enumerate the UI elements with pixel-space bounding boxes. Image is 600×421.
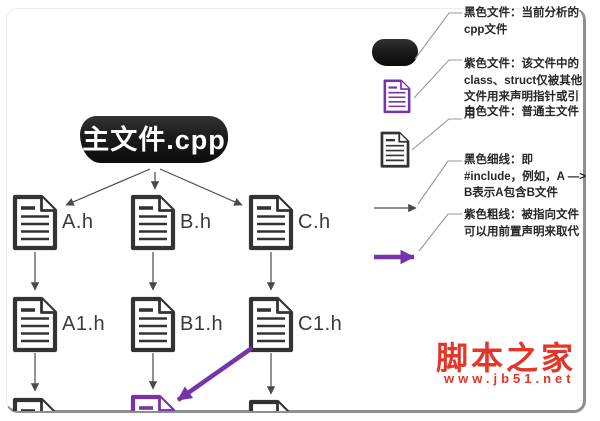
file-node-b <box>130 194 176 251</box>
legend-item-thick-line: 紫色粗线：被指向文件可以用前置声明来取代 <box>464 209 579 238</box>
file-node-c <box>248 194 294 251</box>
legend-item-purple-file: 紫色文件：该文件中的class、struct仅被其他文件用来声明指针或引用 <box>464 58 583 121</box>
legend-white-document-icon <box>380 131 410 168</box>
document-icon <box>383 79 411 114</box>
document-icon <box>130 394 176 411</box>
document-icon <box>12 397 56 411</box>
file-label-a1: A1.h <box>62 313 106 335</box>
watermark-title: 脚本之家 <box>436 339 577 377</box>
watermark-url: www.jb51.net <box>444 371 575 386</box>
root-file-node: 主文件.cpp <box>80 116 228 163</box>
file-label-c1: C1.h <box>298 313 343 335</box>
file-node-b1 <box>130 296 176 353</box>
legend-item-thin-line: 黑色细线：即#include，例如，A —> B表示A包含B文件 <box>464 154 586 200</box>
legend-item-white-file: 白色文件：普通主文件 <box>464 106 579 118</box>
document-icon <box>248 296 294 353</box>
document-icon <box>248 399 290 411</box>
file-node-bottom-purple <box>130 394 176 411</box>
file-node-bottom-right <box>248 399 294 411</box>
file-node-a <box>12 194 58 251</box>
file-label-b1: B1.h <box>180 313 224 335</box>
document-icon <box>130 296 176 353</box>
legend-black-blob-icon <box>372 39 418 66</box>
document-icon <box>248 194 294 251</box>
file-label-c: C.h <box>298 211 331 233</box>
clipped-bottom-row <box>0 392 584 411</box>
file-node-a1 <box>12 296 58 353</box>
document-icon <box>12 194 58 251</box>
legend-item-black-file: 黑色文件：当前分析的cpp文件 <box>464 7 579 36</box>
page-border <box>6 8 586 413</box>
file-label-b: B.h <box>180 211 212 233</box>
legend-purple-document-icon <box>383 79 411 119</box>
document-icon <box>130 194 176 251</box>
file-node-c1 <box>248 296 294 353</box>
document-icon <box>380 131 410 168</box>
root-file-label: 主文件.cpp <box>82 125 226 155</box>
file-label-a: A.h <box>62 211 94 233</box>
document-icon <box>12 296 58 353</box>
file-node-bottom-left <box>12 397 58 411</box>
